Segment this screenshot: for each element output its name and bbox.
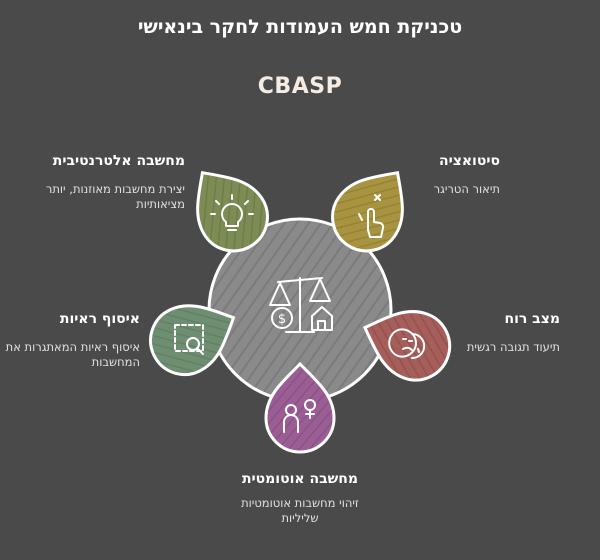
lightbulb-icon (210, 194, 254, 231)
description-evidence: איסוף ראיות המאתגרות את המחשבות (5, 340, 140, 369)
label-alternative-thought: מחשבה אלטרנטיבית יצירת מחשבות מאוזנות, י… (20, 152, 185, 212)
description-mood: תיעוד תגובה רגשית (466, 340, 560, 354)
description-alternative-thought: יצירת מחשבות מאוזנות, יותר מציאותיות (45, 182, 185, 211)
page-title: טכניקת חמש העמודות לחקר בינאישי (137, 16, 463, 38)
heading-evidence: איסוף ראיות (59, 311, 140, 327)
svg-text:$: $ (278, 312, 286, 327)
description-situation: תיאור הטריגר (433, 182, 500, 196)
people-icon (283, 399, 316, 433)
heading-situation: סיטואציה (438, 153, 500, 169)
heading-mood: מצב רוח (504, 311, 560, 327)
search-document-icon (174, 324, 204, 355)
label-mood: מצב רוח תיעוד תגובה רגשית (440, 310, 560, 355)
page-subtitle: CBASP (257, 74, 343, 99)
hand-touch-icon (358, 194, 385, 238)
label-situation: סיטואציה תיאור הטריגר (370, 152, 500, 197)
petal-mood (362, 310, 452, 382)
label-automatic-thought: מחשבה אוטומטית זיהוי מחשבות אוטומטיות של… (240, 470, 360, 526)
label-evidence: איסוף ראיות איסוף ראיות המאתגרות את המחש… (0, 310, 140, 370)
petal-evidence (149, 304, 236, 377)
heading-automatic-thought: מחשבה אוטומטית (241, 471, 359, 487)
description-automatic-thought: זיהוי מחשבות אוטומטיות שליליות (241, 496, 359, 525)
heading-alternative-thought: מחשבה אלטרנטיבית (52, 153, 185, 169)
petal-alternative-thought (196, 170, 269, 253)
theater-masks-icon (388, 328, 426, 360)
balance-scale-icon: $ (269, 277, 333, 333)
